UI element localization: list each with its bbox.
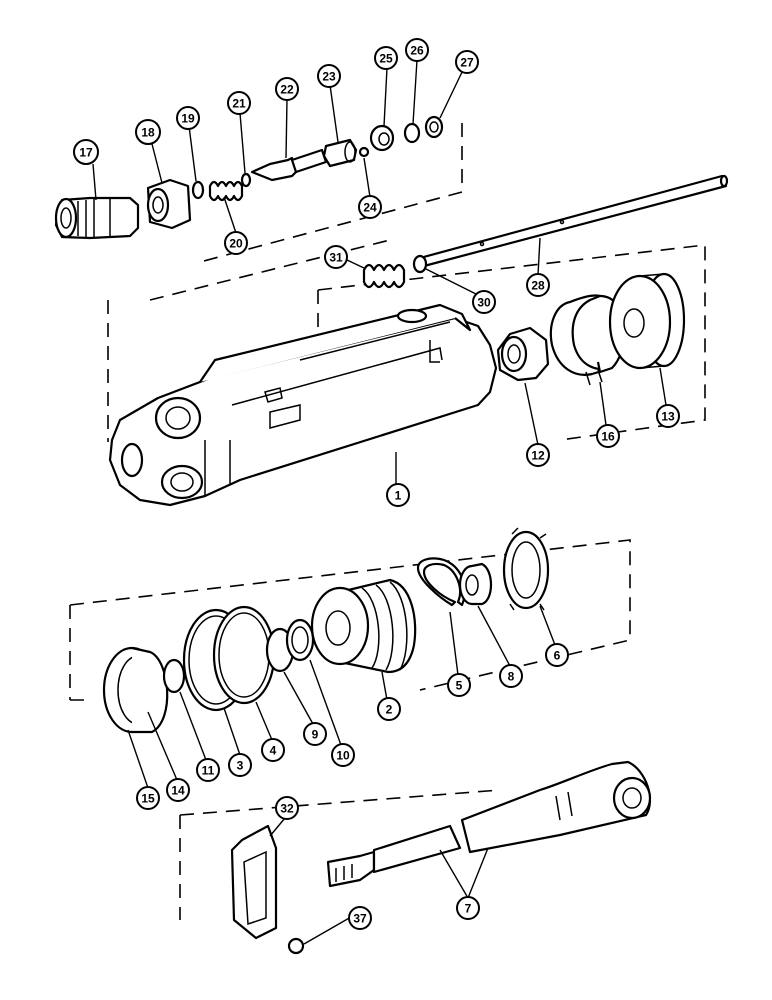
callout-15: 15	[136, 786, 160, 810]
callout-1: 1	[386, 483, 410, 507]
part-15-seal	[102, 646, 169, 734]
piston-group-outline	[69, 539, 631, 701]
callout-5: 5	[447, 673, 471, 697]
part-24-ball	[358, 146, 370, 158]
part-2-piston	[310, 578, 417, 674]
svg-text:10: 10	[336, 749, 350, 763]
svg-text:8: 8	[508, 670, 515, 684]
callout-11: 11	[196, 758, 220, 782]
callout-18: 18	[135, 119, 161, 145]
svg-text:24: 24	[363, 201, 377, 215]
callout-30: 30	[472, 290, 496, 314]
svg-text:20: 20	[229, 237, 243, 251]
svg-text:13: 13	[661, 410, 675, 424]
part-4-ring	[212, 605, 276, 705]
part-30-washer	[412, 254, 428, 274]
callout-22: 22	[275, 77, 299, 101]
callout-25: 25	[374, 46, 398, 70]
svg-text:26: 26	[410, 44, 424, 58]
leader-lines	[92, 59, 667, 945]
svg-text:9: 9	[312, 728, 319, 742]
svg-text:3: 3	[237, 759, 244, 773]
callout-7: 7	[456, 896, 480, 920]
callout-24: 24	[358, 195, 382, 219]
part-21-ring	[240, 172, 252, 188]
part-7-piston-rod	[326, 760, 652, 888]
svg-text:27: 27	[460, 56, 474, 70]
svg-text:31: 31	[329, 251, 343, 265]
callout-9: 9	[303, 722, 327, 746]
callout-17: 17	[73, 139, 99, 165]
callout-4: 4	[261, 738, 285, 762]
svg-text:22: 22	[280, 83, 294, 97]
callout-6: 6	[545, 643, 569, 667]
part-17-fitting	[54, 196, 140, 240]
callout-28: 28	[526, 273, 550, 297]
svg-text:30: 30	[477, 296, 491, 310]
svg-text:6: 6	[554, 649, 561, 663]
callout-31: 31	[324, 245, 348, 269]
callout-2: 2	[377, 697, 401, 721]
callout-21: 21	[227, 91, 251, 115]
part-10-ring	[285, 618, 315, 662]
svg-text:11: 11	[202, 764, 215, 778]
svg-text:12: 12	[531, 449, 545, 463]
callout-8: 8	[499, 664, 523, 688]
svg-text:2: 2	[386, 703, 393, 717]
svg-text:37: 37	[353, 912, 367, 926]
part-28-long-rod	[418, 174, 729, 268]
part-27-cap	[424, 115, 444, 139]
svg-text:25: 25	[379, 52, 393, 66]
callout-32: 32	[275, 796, 299, 820]
svg-text:4: 4	[270, 744, 277, 758]
part-8-bushing	[458, 562, 493, 606]
svg-text:28: 28	[531, 279, 545, 293]
svg-text:5: 5	[456, 679, 463, 693]
part-18-hex-nut	[146, 178, 192, 230]
part-13-end-cap	[608, 272, 686, 370]
callout-26: 26	[405, 38, 429, 62]
svg-text:17: 17	[79, 146, 93, 160]
part-11-ring	[162, 658, 186, 694]
svg-text:19: 19	[181, 112, 195, 126]
callout-20: 20	[224, 231, 248, 255]
valve-group-outline	[107, 123, 706, 442]
svg-text:1: 1	[395, 489, 402, 503]
svg-text:15: 15	[141, 792, 155, 806]
callout-37: 37	[348, 906, 372, 930]
part-32-clip	[230, 824, 278, 940]
part-20-spring	[208, 180, 244, 202]
rod-group-outline	[179, 789, 501, 920]
callout-19: 19	[176, 106, 200, 130]
part-26-washer	[403, 122, 421, 144]
part-37-ring	[287, 937, 305, 955]
part-31-spring	[362, 263, 406, 289]
part-1-cylinder-body	[108, 303, 498, 507]
callout-13: 13	[656, 404, 680, 428]
part-23-seat	[322, 138, 358, 168]
part-6-lock-nut	[502, 527, 550, 611]
callout-27: 27	[455, 50, 479, 74]
part-22-poppet	[250, 148, 328, 182]
svg-text:18: 18	[141, 126, 155, 140]
svg-text:14: 14	[171, 784, 185, 798]
part-25-seal	[369, 124, 395, 152]
callout-3: 3	[228, 753, 252, 777]
svg-text:16: 16	[601, 430, 615, 444]
callout-23: 23	[317, 64, 341, 88]
callout-16: 16	[596, 424, 620, 448]
part-12-gland-nut	[496, 326, 550, 382]
part-5-snap-ring	[416, 557, 466, 607]
callout-12: 12	[526, 443, 550, 467]
svg-text:32: 32	[280, 802, 294, 816]
part-19-o-ring	[191, 180, 205, 200]
callout-10: 10	[331, 743, 355, 767]
callout-14: 14	[166, 778, 190, 802]
svg-text:7: 7	[465, 902, 472, 916]
svg-text:21: 21	[232, 97, 246, 111]
svg-text:23: 23	[322, 70, 336, 84]
